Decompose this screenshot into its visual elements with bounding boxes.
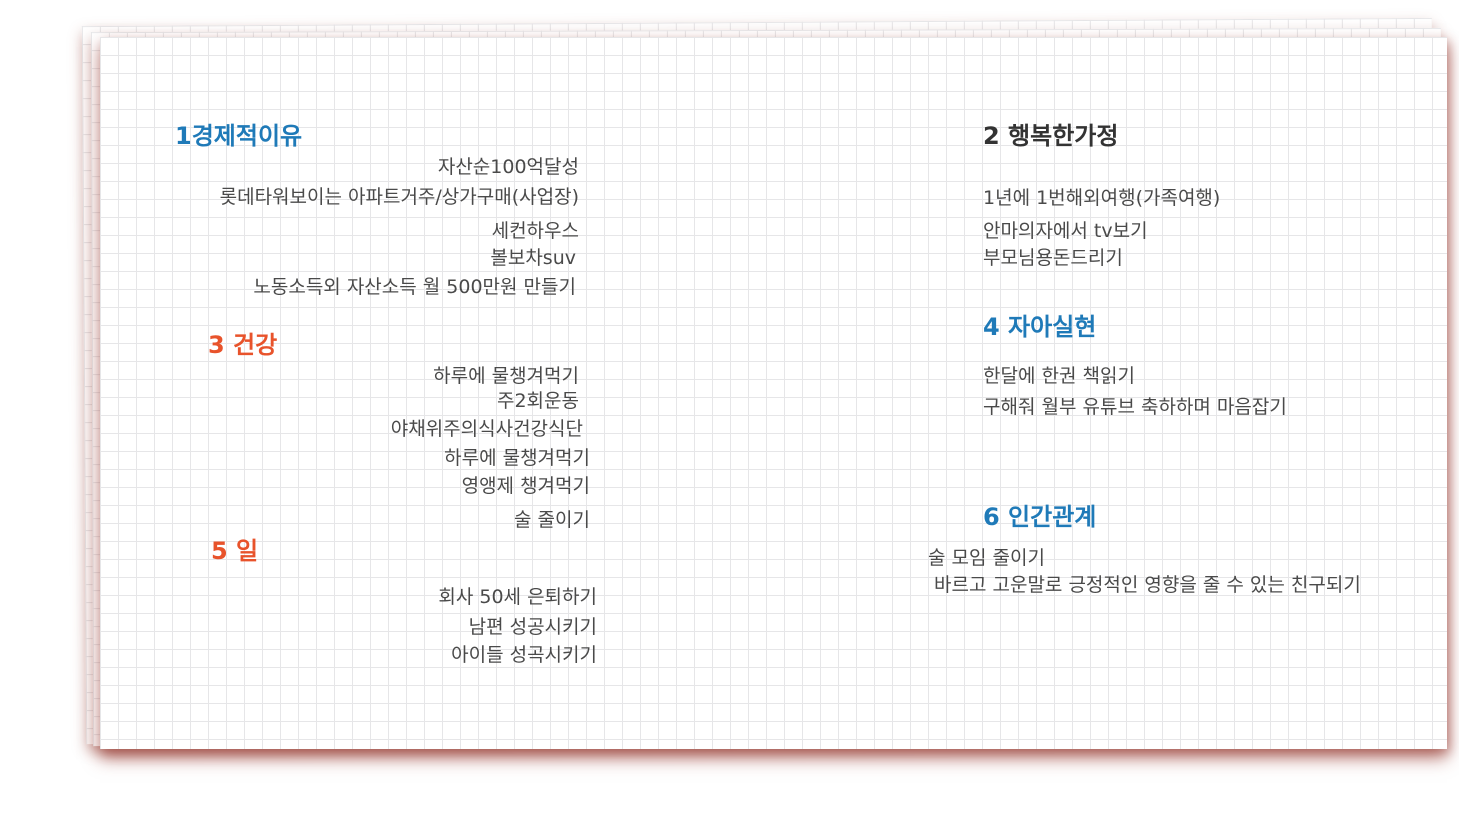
goal-item: 술 줄이기 [514, 509, 590, 531]
goal-item: 볼보차suv [490, 247, 576, 269]
goal-item: 자산순100억달성 [437, 156, 579, 178]
section-heading-economic: 1경제적이유 [175, 122, 303, 150]
section-heading-health: 3 건강 [208, 331, 278, 359]
goal-item: 하루에 물챙겨먹기 [433, 365, 579, 387]
goal-item: 1년에 1번해외여행(가족여행) [983, 187, 1221, 209]
goal-item: 안마의자에서 tv보기 [983, 220, 1148, 242]
goal-item: 주2회운동 [496, 390, 579, 412]
goal-item: 구해줘 월부 유튜브 축하하며 마음잡기 [983, 396, 1287, 418]
goal-item: 한달에 한권 책읽기 [983, 365, 1135, 387]
section-heading-work: 5 일 [211, 537, 259, 565]
goal-item: 부모님용돈드리기 [983, 247, 1123, 269]
section-heading-family: 2 행복한가정 [983, 122, 1119, 150]
section-heading-relationships: 6 인간관계 [983, 503, 1097, 531]
goal-item: 야채위주의식사건강식단 [390, 418, 583, 440]
goal-item: 남편 성공시키기 [468, 616, 597, 638]
goal-item: 바르고 고운말로 긍정적인 영향을 줄 수 있는 친구되기 [934, 574, 1361, 596]
goal-item: 영앵제 챙겨먹기 [461, 475, 590, 497]
section-heading-self-realization: 4 자아실현 [983, 313, 1097, 341]
paper-sheet-front [100, 37, 1447, 749]
goal-item: 하루에 물챙겨먹기 [444, 447, 590, 469]
goal-item: 회사 50세 은퇴하기 [438, 586, 597, 608]
goal-item: 아이들 성곡시키기 [451, 644, 597, 666]
goal-item: 세컨하우스 [491, 220, 579, 242]
goal-item: 술 모임 줄이기 [928, 547, 1045, 569]
goal-item: 노동소득외 자산소득 월 500만원 만들기 [253, 276, 576, 298]
goal-item: 롯데타워보이는 아파트거주/상가구매(사업장) [219, 186, 579, 208]
